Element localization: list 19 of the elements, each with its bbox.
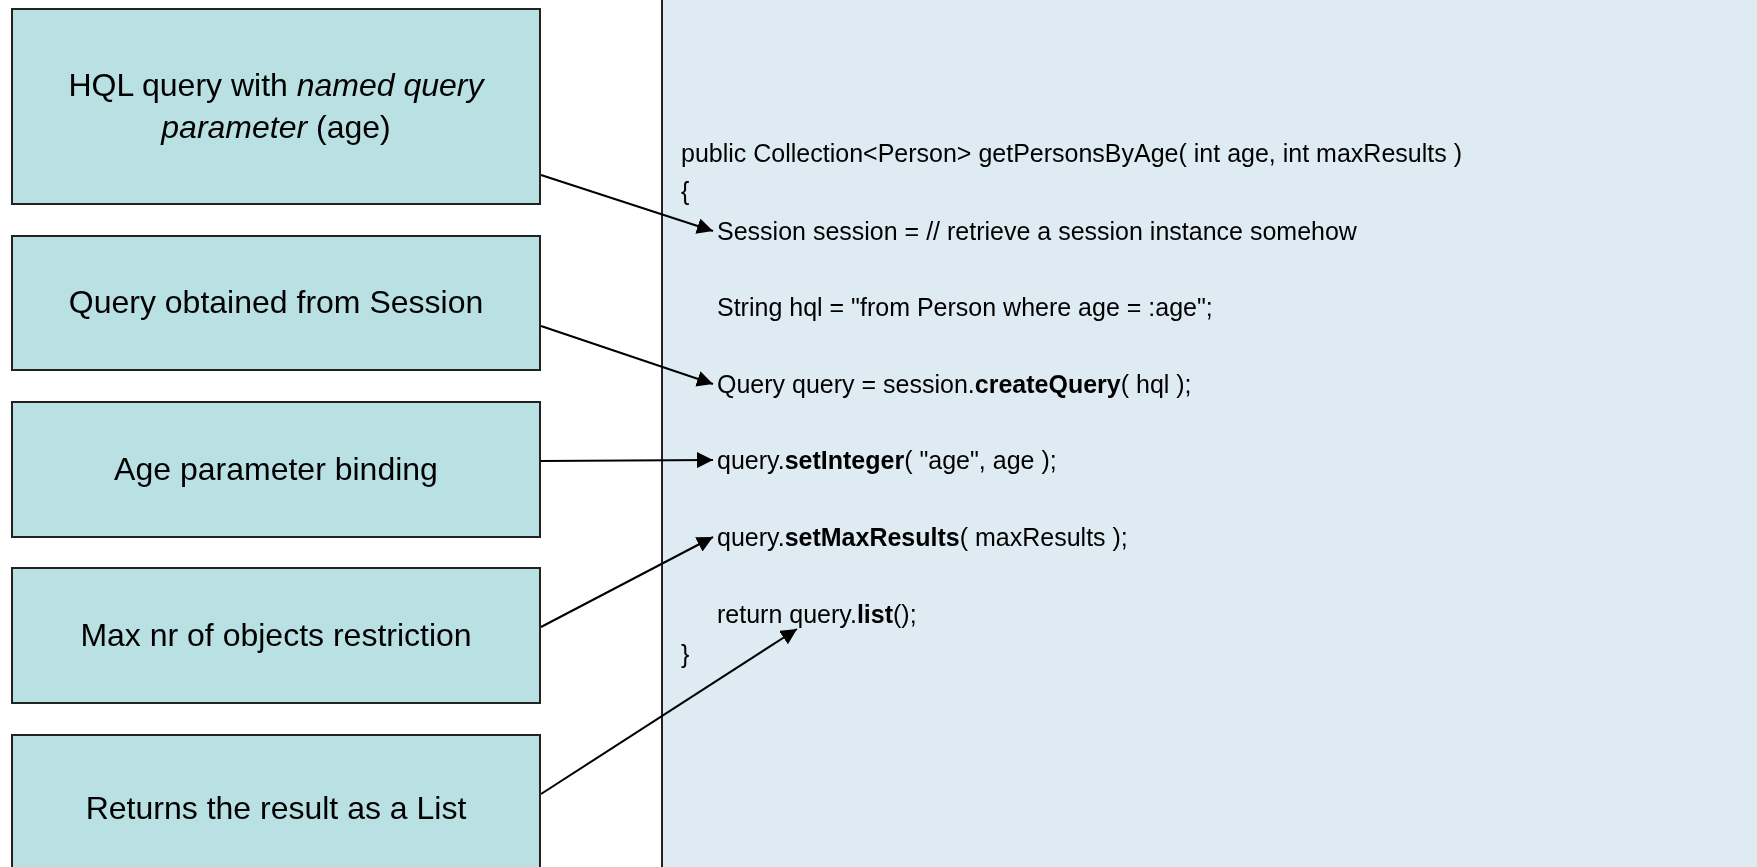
leader-line xyxy=(540,536,714,628)
leader-line xyxy=(540,452,714,469)
code-line: } xyxy=(681,639,690,669)
code-line: return query.list(); xyxy=(717,599,917,629)
leader-line xyxy=(540,174,714,234)
callout-box: Query obtained from Session xyxy=(11,235,541,371)
callout-box: Max nr of objects restriction xyxy=(11,567,541,704)
callout-box: HQL query with named query parameter (age) xyxy=(11,8,541,205)
code-line: String hql = "from Person where age = :age"; xyxy=(717,292,1213,322)
leader-line xyxy=(540,628,798,795)
code-line: { xyxy=(681,176,690,206)
code-line: Query query = session.createQuery( hql ); xyxy=(717,369,1192,399)
code-line: Session session = // retrieve a session instance somehow xyxy=(717,216,1357,246)
code-line: query.setMaxResults( maxResults ); xyxy=(717,522,1128,552)
callout-box: Returns the result as a List xyxy=(11,734,541,867)
code-line: public Collection<Person> getPersonsByAge( int age, int maxResults ) xyxy=(681,138,1462,168)
code-line: query.setInteger( "age", age ); xyxy=(717,445,1057,475)
callout-box: Age parameter binding xyxy=(11,401,541,538)
leader-line xyxy=(540,325,714,387)
